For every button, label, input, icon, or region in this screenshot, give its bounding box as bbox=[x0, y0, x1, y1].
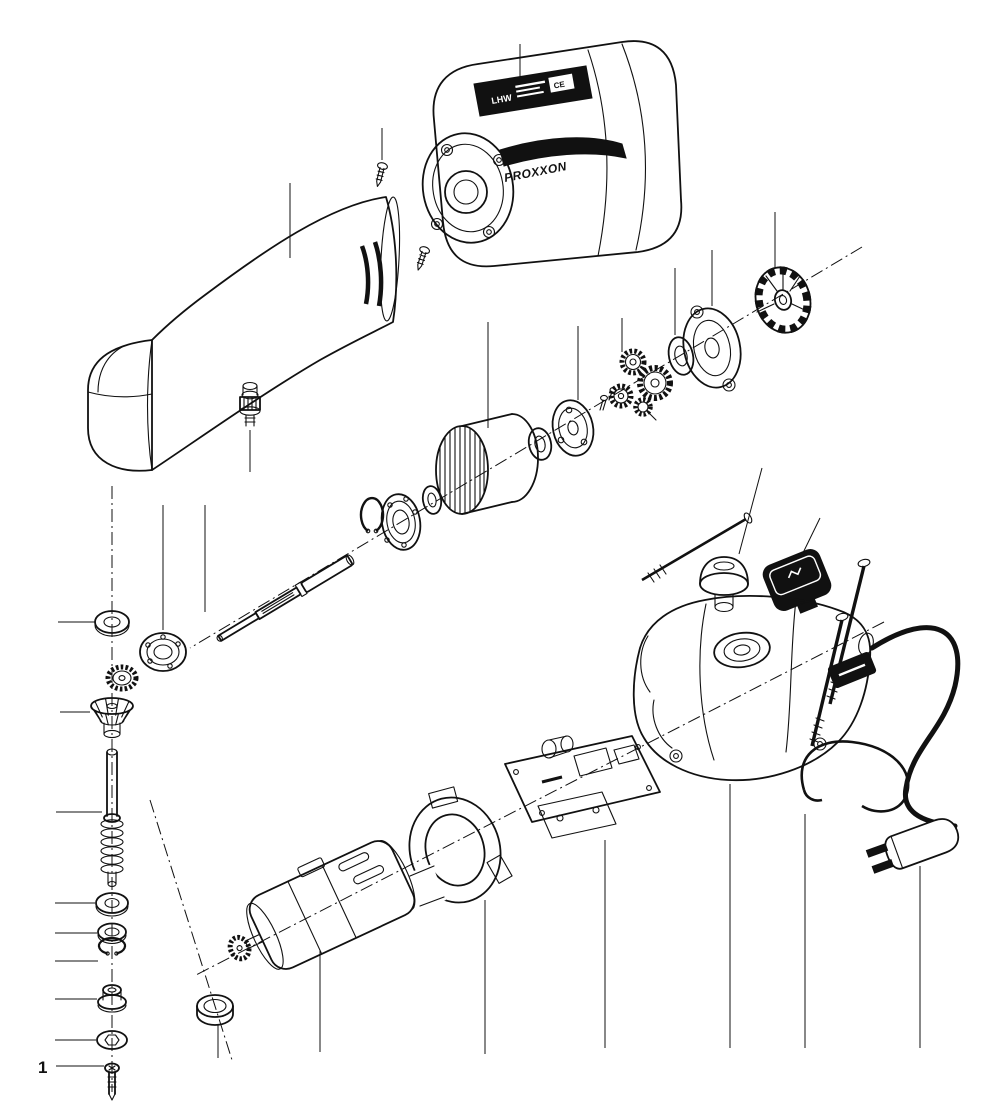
leader-lines bbox=[55, 44, 921, 1067]
circlip-spindle bbox=[97, 936, 127, 956]
ce-mark-text: CE bbox=[553, 80, 566, 91]
center-lines bbox=[111, 246, 885, 1092]
circuit-board bbox=[504, 735, 661, 823]
gear-head-cover bbox=[87, 196, 401, 472]
ball-bearing-main bbox=[380, 493, 422, 551]
gear-cluster bbox=[599, 348, 673, 421]
part-callout-1: 1 bbox=[38, 1058, 47, 1077]
cap-button bbox=[699, 556, 749, 613]
motor-armature bbox=[227, 840, 416, 970]
motor-housing-lower bbox=[632, 595, 874, 782]
plug-prong bbox=[865, 843, 889, 858]
motor-vent bbox=[353, 865, 385, 885]
housing-screw-a bbox=[375, 162, 388, 187]
gear-screw bbox=[608, 387, 617, 401]
cable-clamp bbox=[827, 651, 877, 689]
fan-impeller bbox=[754, 266, 812, 334]
washer-shaft bbox=[421, 485, 443, 515]
motor-pinion bbox=[227, 934, 252, 962]
housing-screw-b bbox=[416, 246, 431, 271]
switch-rocker bbox=[769, 555, 822, 596]
rating-label: LHW CE bbox=[473, 65, 593, 117]
bearing-end-shield bbox=[682, 305, 742, 392]
motor-housing-shell: LHW CE PROXXON bbox=[421, 40, 683, 268]
flanged-bushing bbox=[97, 984, 127, 1013]
brush-box bbox=[486, 854, 513, 884]
strain-relief-bail bbox=[800, 740, 910, 813]
washer-spindle-top bbox=[94, 610, 130, 637]
gear-screw bbox=[599, 394, 608, 411]
stator bbox=[435, 413, 539, 515]
spindle-screw-part-1 bbox=[104, 1062, 120, 1101]
power-plug bbox=[865, 818, 960, 874]
power-switch bbox=[762, 549, 832, 614]
clamping-nut bbox=[239, 381, 261, 427]
brush-holder-ring bbox=[406, 786, 513, 910]
spring-coil bbox=[100, 819, 124, 874]
housing-front-face bbox=[421, 132, 515, 244]
vent-slot bbox=[372, 241, 384, 307]
capacitor bbox=[541, 739, 557, 759]
brand-swoosh bbox=[499, 137, 627, 167]
vent-slot bbox=[359, 245, 371, 305]
hex-washer bbox=[96, 1030, 128, 1050]
motor-tab bbox=[297, 857, 325, 878]
spindle-with-spring bbox=[100, 748, 124, 888]
plug-prong bbox=[871, 859, 895, 874]
drive-shaft bbox=[216, 554, 355, 642]
stator-laminations bbox=[439, 425, 485, 515]
power-cord bbox=[869, 625, 961, 829]
pinion-gear bbox=[105, 664, 139, 692]
brush-box bbox=[428, 786, 459, 809]
gear-flange bbox=[551, 399, 595, 457]
wave-washer bbox=[97, 922, 127, 945]
housing-bolt bbox=[809, 612, 849, 747]
adjuster-rod-screw bbox=[641, 512, 753, 583]
board-bracket bbox=[537, 791, 617, 839]
bushing-ring bbox=[196, 994, 234, 1026]
model-label-text: LHW bbox=[491, 92, 513, 105]
switch-marking bbox=[787, 567, 802, 579]
circlip-shaft bbox=[359, 496, 385, 534]
ball-bearing-spindle bbox=[139, 632, 187, 672]
washer-shield bbox=[667, 336, 695, 376]
relay-box bbox=[573, 747, 613, 777]
washer-stator bbox=[527, 427, 553, 461]
bevel-gear bbox=[90, 697, 134, 739]
motor-vent bbox=[338, 852, 370, 872]
ce-mark-box bbox=[548, 73, 575, 93]
washer-flat bbox=[95, 892, 129, 917]
